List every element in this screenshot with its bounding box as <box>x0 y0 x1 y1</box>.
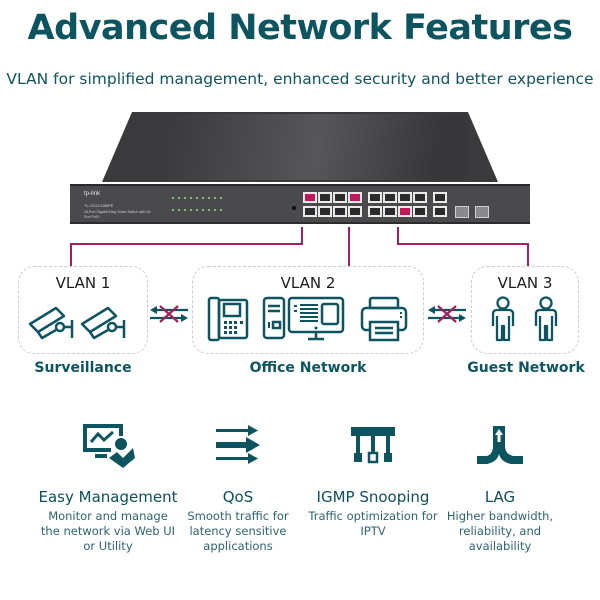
status-led <box>190 197 192 199</box>
feature-igmp-snooping: IGMP Snooping Traffic optimization for I… <box>303 420 443 539</box>
ethernet-port <box>368 192 382 203</box>
feature-description: Traffic optimization for IPTV <box>308 509 438 538</box>
sfp-slot <box>475 206 489 218</box>
status-led <box>202 209 204 211</box>
ethernet-port <box>398 192 412 203</box>
uplink-port <box>433 192 447 203</box>
reset-button <box>292 206 296 210</box>
vlan3-label: VLAN 3 <box>497 274 553 292</box>
status-led <box>220 197 222 199</box>
vlan3-link <box>397 243 529 245</box>
ethernet-port <box>413 192 427 203</box>
status-led <box>208 209 210 211</box>
feature-name: Easy Management <box>38 488 178 506</box>
blocked-arrows-icon <box>150 305 188 323</box>
status-led <box>184 197 186 199</box>
feature-description: Smooth traffic for latency sensitive app… <box>187 509 289 553</box>
vlan2-link <box>348 227 350 267</box>
lag-merge-icon <box>477 426 523 464</box>
status-leds <box>160 191 230 219</box>
switch-top-panel <box>102 112 498 182</box>
qos-arrows-icon <box>216 425 260 464</box>
feature-description: Higher bandwidth, reliability, and avail… <box>446 509 554 553</box>
vlan3-group <box>471 266 579 354</box>
status-led <box>220 209 222 211</box>
vlan1-link <box>70 243 72 267</box>
ethernet-port <box>398 206 412 217</box>
status-led <box>190 209 192 211</box>
vlan1-link <box>70 243 303 245</box>
ethernet-port <box>303 206 317 217</box>
status-led <box>172 209 174 211</box>
model-description: 16-Port Gigabit Easy Smart Switch with 1… <box>84 210 152 219</box>
ip-phone-icon <box>207 296 249 342</box>
page-subtitle: VLAN for simplified management, enhanced… <box>6 70 594 88</box>
vlan1-group <box>18 266 148 354</box>
igmp-multicast-icon <box>351 427 395 464</box>
vlan3-link <box>397 227 399 245</box>
sfp-slot <box>455 206 469 218</box>
vlan2-label: VLAN 2 <box>280 274 336 292</box>
vlan1-link <box>301 227 303 245</box>
network-switch: tp-link TL-SG1218MPE 16-Port Gigabit Eas… <box>70 112 530 224</box>
security-camera-icon <box>28 306 74 340</box>
person-icon <box>491 296 515 342</box>
feature-name: IGMP Snooping <box>316 488 430 506</box>
feature-name: LAG <box>484 488 516 506</box>
ethernet-port <box>348 206 362 217</box>
ethernet-port <box>333 192 347 203</box>
status-led <box>214 209 216 211</box>
feature-qos: QoS Smooth traffic for latency sensitive… <box>168 420 308 554</box>
vlan3-caption: Guest Network <box>467 360 585 376</box>
status-led <box>202 197 204 199</box>
ethernet-port <box>383 192 397 203</box>
vlan3-link <box>527 243 529 267</box>
ethernet-port <box>333 206 347 217</box>
uplink-port <box>433 206 447 217</box>
status-led <box>196 209 198 211</box>
person-icon <box>534 296 558 342</box>
ethernet-port <box>413 206 427 217</box>
ethernet-port <box>318 206 332 217</box>
vlan2-caption: Office Network <box>249 360 367 376</box>
status-led <box>172 197 174 199</box>
vlan2-group <box>192 266 424 354</box>
switch-front-panel: tp-link TL-SG1218MPE 16-Port Gigabit Eas… <box>70 184 530 224</box>
ethernet-port <box>348 192 362 203</box>
feature-name: QoS <box>222 488 254 506</box>
brand-logo: tp-link <box>84 191 101 197</box>
ethernet-port <box>318 192 332 203</box>
blocked-arrows-icon <box>428 305 466 323</box>
feature-easy-management: Easy Management Monitor and manage the n… <box>38 420 178 554</box>
ethernet-port <box>368 206 382 217</box>
desktop-computer-icon <box>262 296 345 341</box>
status-led <box>214 197 216 199</box>
status-led <box>178 197 180 199</box>
status-led <box>184 209 186 211</box>
feature-lag: LAG Higher bandwidth, reliability, and a… <box>430 420 570 554</box>
ethernet-port <box>383 206 397 217</box>
ethernet-port <box>303 192 317 203</box>
page-title: Advanced Network Features <box>27 8 573 48</box>
monitor-management-icon <box>83 424 135 468</box>
model-label: TL-SG1218MPE <box>84 203 114 208</box>
status-led <box>208 197 210 199</box>
feature-description: Monitor and manage the network via Web U… <box>40 509 176 553</box>
printer-icon <box>360 296 408 342</box>
security-camera-icon <box>80 306 126 340</box>
status-led <box>178 209 180 211</box>
vlan1-caption: Surveillance <box>34 360 132 376</box>
status-led <box>196 197 198 199</box>
vlan1-label: VLAN 1 <box>55 274 111 292</box>
